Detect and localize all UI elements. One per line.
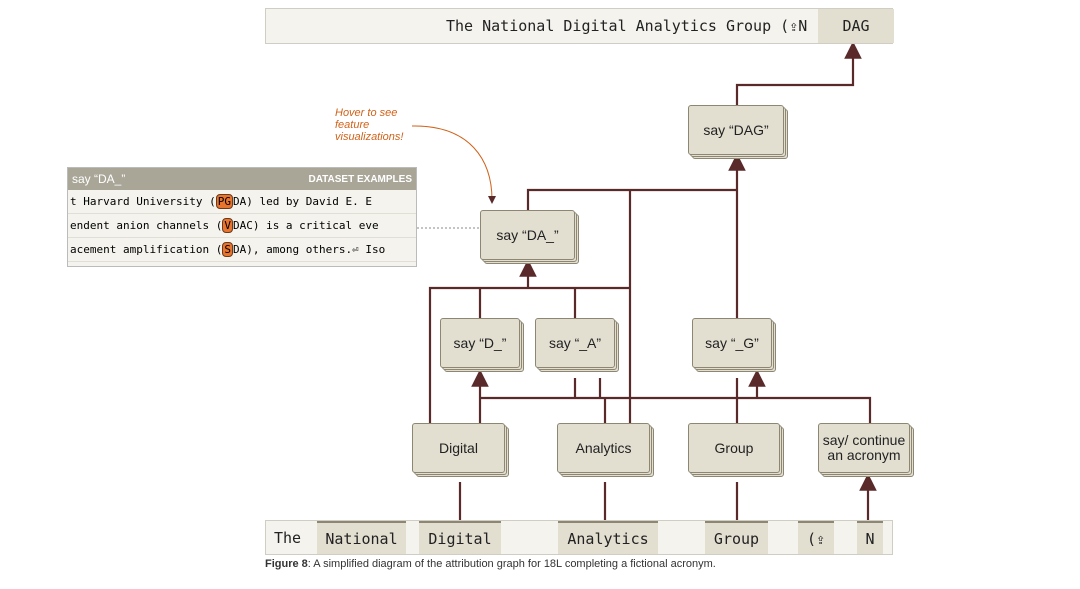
token[interactable]: Digital — [419, 521, 501, 554]
example-text: acement amplification ( — [70, 243, 223, 256]
token[interactable]: N — [857, 521, 883, 554]
node-say-g[interactable]: say “_G” — [692, 318, 776, 372]
highlight-token: PG — [215, 194, 233, 209]
highlight-token: S — [222, 242, 233, 257]
node-say-d[interactable]: say “D_” — [440, 318, 524, 372]
example-text: t Harvard University ( — [70, 195, 216, 208]
token[interactable]: Analytics — [558, 521, 658, 554]
prompt-text: The National Digital Analytics Group (⇪N — [446, 17, 808, 35]
node-say-a[interactable]: say “_A” — [535, 318, 619, 372]
node-say-da[interactable]: say “DA_” — [480, 210, 579, 264]
predicted-token: DAG — [818, 9, 894, 43]
node-analytics[interactable]: Analytics — [557, 423, 654, 477]
token[interactable]: (⇪ — [798, 521, 834, 554]
caption-text: : A simplified diagram of the attributio… — [307, 558, 716, 570]
caption-label: Figure 8 — [265, 558, 308, 570]
dataset-examples-panel: say “DA_” DATASET EXAMPLES t Harvard Univ… — [67, 167, 417, 267]
example-text: DA) led by David E. E — [232, 195, 373, 208]
example-text: DA), among others.⏎ Iso — [232, 243, 386, 256]
hover-annotation: Hover to see feature visualizations! — [335, 107, 404, 143]
input-token-bar: The National Digital Analytics Group (⇪ … — [265, 520, 893, 555]
node-group[interactable]: Group — [688, 423, 784, 477]
node-acronym[interactable]: say/ continue an acronym — [818, 423, 914, 477]
output-bar: The National Digital Analytics Group (⇪N… — [265, 8, 894, 44]
figure-caption: Figure 8: A simplified diagram of the at… — [265, 558, 716, 570]
node-digital[interactable]: Digital — [412, 423, 509, 477]
panel-title: say “DA_” — [72, 172, 126, 186]
token[interactable]: Group — [705, 521, 768, 554]
token[interactable]: National — [317, 521, 406, 554]
token: The — [274, 528, 302, 547]
highlight-token: V — [222, 218, 233, 233]
example-text: endent anion channels ( — [70, 219, 223, 232]
node-say-dag[interactable]: say “DAG” — [688, 105, 788, 159]
panel-header: DATASET EXAMPLES — [308, 173, 412, 185]
example-text: DAC) is a critical eve — [232, 219, 379, 232]
